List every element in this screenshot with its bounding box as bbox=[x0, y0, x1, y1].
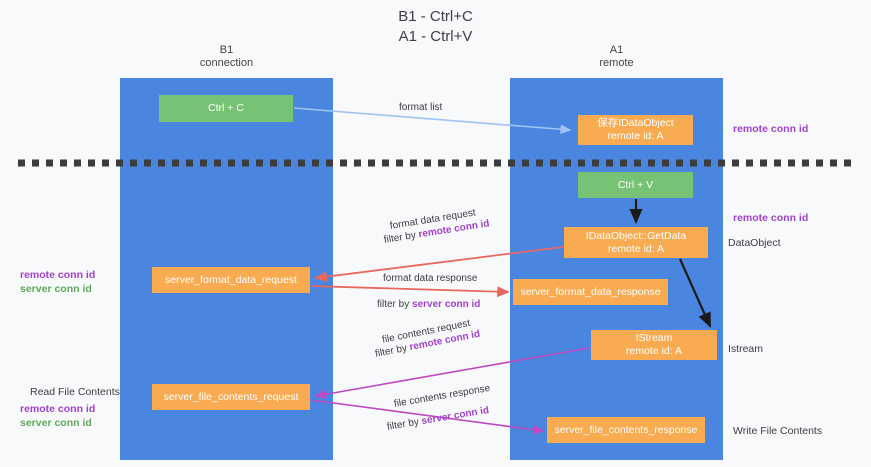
side-label-write-file-contents: Write File Contents bbox=[733, 425, 823, 437]
side-label-remote-conn-id-mid: remote conn id bbox=[733, 212, 809, 224]
node-getdata[interactable]: IDataObject::GetData remote id: A bbox=[564, 227, 708, 258]
node-ctrl-c[interactable]: Ctrl + C bbox=[159, 95, 293, 122]
node-ctrl-c-label: Ctrl + C bbox=[208, 102, 244, 114]
node-idataobject-line2: remote id: A bbox=[607, 130, 664, 142]
side-label-left-server-conn-id: server conn id bbox=[20, 283, 92, 295]
side-label-left-server-conn-id-2: server conn id bbox=[20, 417, 92, 429]
lane-header-a1: A1 remote bbox=[510, 44, 723, 70]
filter-prefix: filter by bbox=[383, 229, 420, 246]
node-server-file-contents-response[interactable]: server_file_contents_response bbox=[547, 417, 705, 443]
side-label-left-remote-conn-id-2: remote conn id bbox=[20, 403, 96, 415]
node-idataobject[interactable]: 保存IDataObject remote id: A bbox=[578, 115, 693, 145]
side-label-left-remote-conn-id: remote conn id bbox=[20, 269, 96, 281]
node-istream[interactable]: IStream remote id: A bbox=[591, 330, 717, 360]
lane-header-b1-role: connection bbox=[199, 57, 254, 69]
node-server-format-data-response[interactable]: server_format_data_response bbox=[513, 279, 668, 305]
node-server-file-contents-request[interactable]: server_file_contents_request bbox=[152, 384, 310, 410]
title-line-1: B1 - Ctrl+C bbox=[398, 8, 473, 25]
arrow-label-format-data-response: format data response bbox=[383, 272, 478, 285]
side-label-dataobject: DataObject bbox=[728, 237, 781, 249]
filter-prefix: filter by bbox=[377, 299, 413, 310]
arrow-label-format-list-text: format list bbox=[399, 102, 443, 113]
arrow-label-format-list: format list bbox=[399, 101, 442, 114]
side-label-read-file-contents: Read File Contents bbox=[30, 386, 120, 398]
node-getdata-line1: IDataObject::GetData bbox=[585, 229, 687, 242]
node-getdata-line2: remote id: A bbox=[607, 242, 665, 255]
node-server-format-data-request-label: server_format_data_request bbox=[165, 273, 297, 286]
filter-prefix: filter by bbox=[386, 416, 423, 433]
filter-key-server-conn-id: server conn id bbox=[412, 299, 481, 310]
side-label-left-conn-ids-2: remote conn id server conn id bbox=[20, 402, 95, 430]
node-istream-line1: IStream bbox=[635, 332, 673, 344]
arrow-label-format-data-response-filter: filter by server conn id bbox=[377, 298, 480, 311]
arrow-format-data-response bbox=[310, 285, 510, 298]
lane-header-b1: B1 connection bbox=[120, 44, 333, 70]
node-server-format-data-response-label: server_format_data_response bbox=[520, 285, 661, 298]
node-ctrl-v-label: Ctrl + V bbox=[617, 178, 654, 191]
filter-key-server-conn-id: server conn id bbox=[420, 404, 490, 428]
lane-header-b1-name: B1 bbox=[219, 44, 234, 56]
filter-prefix: filter by bbox=[374, 342, 411, 360]
side-label-istream: Istream bbox=[728, 343, 764, 355]
lane-header-a1-role: remote bbox=[599, 57, 634, 69]
node-server-file-contents-response-label: server_file_contents_response bbox=[554, 423, 698, 436]
node-idataobject-line1: 保存IDataObject bbox=[597, 117, 674, 129]
side-label-left-conn-ids: remote conn id server conn id bbox=[20, 268, 95, 296]
arrow-label-format-data-response-text: format data response bbox=[383, 273, 478, 284]
title-line-2: A1 - Ctrl+V bbox=[398, 28, 473, 45]
lane-header-a1-name: A1 bbox=[609, 44, 624, 56]
node-istream-line2: remote id: A bbox=[625, 345, 683, 357]
node-server-file-contents-request-label: server_file_contents_request bbox=[163, 390, 299, 403]
page-title: B1 - Ctrl+C A1 - Ctrl+V bbox=[0, 7, 871, 47]
node-ctrl-v[interactable]: Ctrl + V bbox=[578, 172, 693, 198]
node-server-format-data-request[interactable]: server_format_data_request bbox=[152, 267, 310, 293]
side-label-remote-conn-id-top: remote conn id bbox=[733, 123, 809, 135]
